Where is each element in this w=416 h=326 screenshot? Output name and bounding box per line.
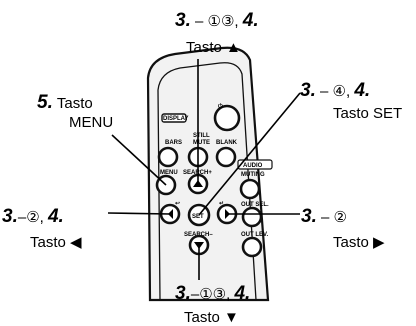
out-lev-button-label: OUT LEV.	[241, 232, 268, 238]
callout-menu-label: MENU	[69, 114, 113, 131]
callout-left-label: Tasto ◀	[30, 234, 82, 251]
audio-section	[237, 159, 273, 170]
leader-set	[198, 92, 301, 216]
leader-lines	[107, 59, 301, 280]
back-icon: ↩	[175, 201, 180, 207]
audio-label: AUDIO	[243, 163, 263, 169]
callout-left-title: 3.–②, 4.	[2, 206, 64, 227]
still-button-label: STILL	[193, 133, 210, 139]
out-sel-button-label: OUT SEL.	[241, 202, 269, 208]
menu-button-label: MENU	[160, 170, 178, 176]
bars-button-label: BARS	[165, 140, 182, 146]
blank-button-label: BLANK	[216, 140, 238, 146]
display-button-label: DISPLAY	[163, 116, 188, 122]
out-lev-button[interactable]	[241, 236, 263, 258]
callout-up-title: 3. – ①③, 4.	[175, 10, 259, 31]
power-button[interactable]	[213, 104, 241, 132]
right-arrow-icon	[225, 209, 230, 219]
callout-set-title: 3. – ④, 4.	[300, 80, 370, 101]
set-button-label: SET	[192, 214, 204, 220]
callout-down-label: Tasto ▼	[184, 309, 239, 326]
out-sel-button[interactable]	[241, 206, 263, 228]
callout-up-label: Tasto ▲	[186, 39, 241, 56]
callout-set-label: Tasto SET	[333, 105, 402, 122]
left-arrow-icon	[168, 209, 173, 219]
display-button[interactable]	[161, 113, 187, 123]
power-icon: ⏻	[218, 103, 223, 110]
callout-down-title: 3.–①③, 4.	[175, 283, 250, 304]
muting-button[interactable]	[239, 178, 261, 200]
callouts: 3. – ①③, 4. Tasto ▲ 5.Tasto MENU 3. – ④,…	[2, 10, 402, 326]
enter-icon: ↵	[219, 201, 224, 207]
callout-right-label: Tasto ▶	[333, 234, 385, 251]
leader-menu	[111, 134, 167, 186]
callout-right-title: 3. – ②	[301, 206, 347, 227]
muting-button-label: MUTING	[241, 172, 265, 178]
leader-left	[107, 212, 171, 215]
bars-button[interactable]	[157, 146, 179, 168]
blank-button[interactable]	[215, 146, 237, 168]
callout-menu-title: 5.Tasto	[37, 92, 93, 113]
mute-button-label: MUTE	[193, 140, 210, 146]
